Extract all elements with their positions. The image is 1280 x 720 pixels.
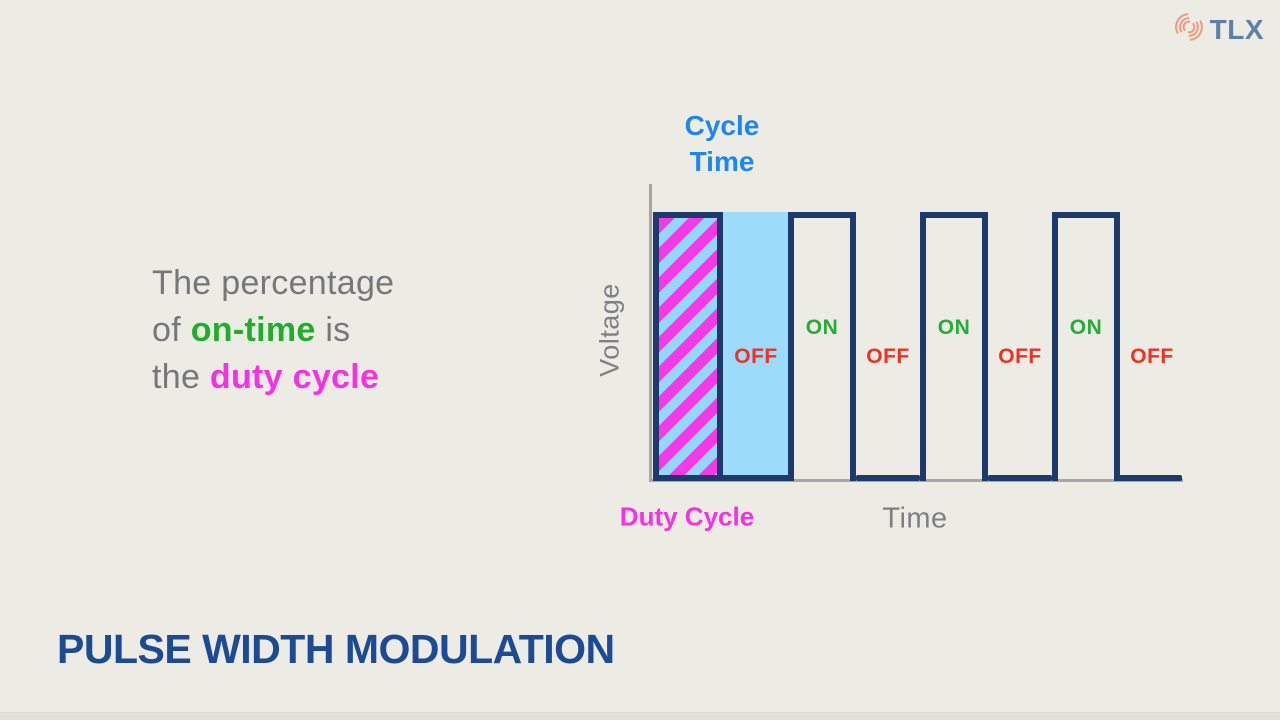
statement-line-3: the duty cycle [152,354,394,401]
low-level-segment-1 [856,475,920,481]
pulse-1-duty-cycle-hatched [653,212,723,481]
bottom-edge-strip [0,712,1280,720]
cycle-time-line2: Time [689,146,755,177]
off-label-2: OFF [866,345,910,368]
statement-line-2: of on-time is [152,307,394,354]
off-label-3: OFF [998,345,1042,368]
low-level-segment-2 [988,475,1052,481]
low-level-segment-3 [1118,475,1182,481]
on-label-2: ON [937,316,971,339]
cycle-time-label: Cycle Time [652,108,792,180]
voltage-axis-line [649,184,652,481]
voltage-axis-label: Voltage [594,283,625,377]
time-axis-label: Time [882,502,948,535]
statement-line-1: The percentage [152,264,395,302]
tlx-logo: TLX [1172,10,1264,49]
duty-cycle-label: Duty Cycle [619,501,755,532]
sonar-waves-icon [1172,10,1206,49]
on-label-3: ON [1069,316,1103,339]
statement-text: The percentage of on-time is the duty cy… [152,260,394,401]
page-title: PULSE WIDTH MODULATION [57,626,615,672]
pulse-2 [788,212,856,481]
cycle-off-shaded-region [723,212,788,481]
statement-line2-post: is [315,311,351,349]
off-label-1: OFF [734,345,778,368]
on-time-highlight: on-time [190,311,316,349]
pulse-3 [920,212,988,481]
off-label-4: OFF [1130,345,1174,368]
duty-cycle-highlight: duty cycle [209,358,380,396]
on-label-1: ON [805,316,839,339]
cycle-time-line1: Cycle [684,110,760,141]
logo-text: TLX [1209,13,1264,45]
statement-line2-pre: of [152,311,191,349]
pulse-4 [1052,212,1120,481]
statement-line3-pre: the [152,358,210,396]
